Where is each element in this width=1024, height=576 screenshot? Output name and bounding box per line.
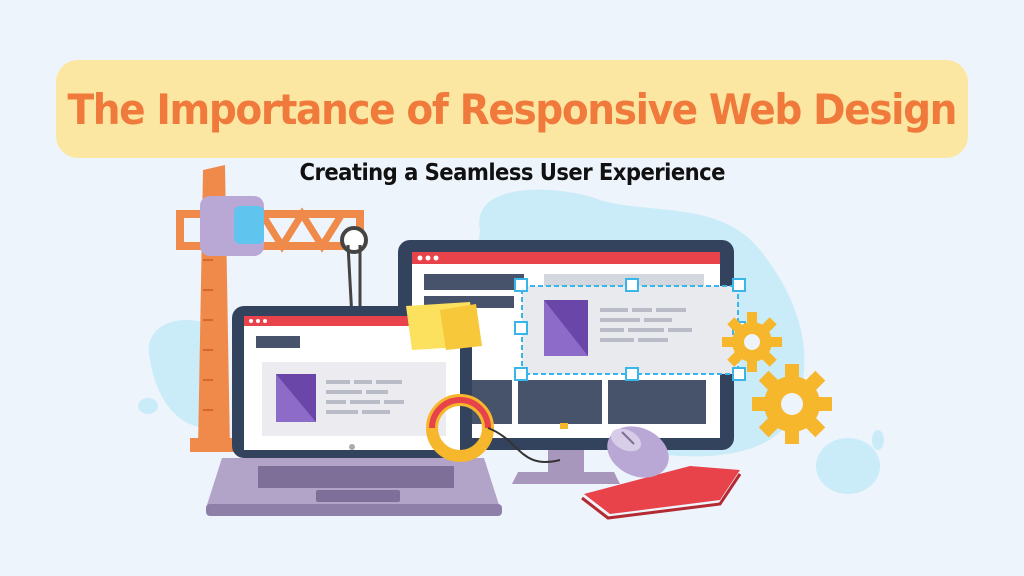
subtitle-text: Creating a Seamless User Experience xyxy=(299,160,725,186)
crane-icon xyxy=(176,165,451,452)
mouse-icon xyxy=(581,426,742,520)
laptop-icon xyxy=(206,306,502,516)
search-ring-icon xyxy=(426,394,561,463)
sticky-note-icon xyxy=(406,302,482,350)
gear-icon xyxy=(752,364,832,444)
page-title: The Importance of Responsive Web Design xyxy=(67,84,958,134)
page-subtitle: Creating a Seamless User Experience xyxy=(0,160,1024,186)
title-banner: The Importance of Responsive Web Design xyxy=(56,60,968,158)
gear-icon xyxy=(722,312,782,372)
